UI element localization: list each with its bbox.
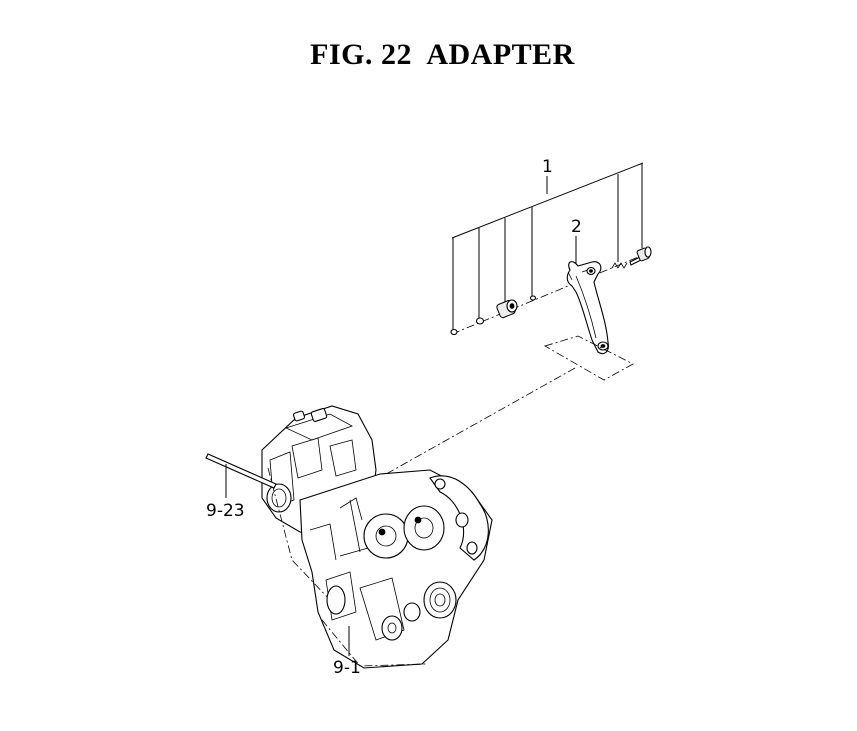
adapter-bracket-part (566, 261, 609, 355)
dowel-pin-part (205, 453, 277, 489)
spring-part (611, 262, 628, 269)
o-ring-part (475, 317, 485, 325)
assembly-leader-line (346, 367, 576, 497)
callout-1-small-parts (450, 246, 652, 336)
callout-label-2: 2 (571, 217, 582, 237)
callout-9-1-group: 9-1 (333, 626, 361, 678)
callout-label-9-23: 9-23 (206, 501, 245, 521)
washer-part (450, 328, 458, 336)
small-washer-part (529, 295, 537, 301)
callout-label-9-1: 9-1 (333, 658, 361, 678)
figure-title: FIG. 22 ADAPTER (310, 38, 575, 71)
bushing-part (496, 299, 518, 319)
callout-1-bracket (451, 162, 644, 239)
callout-9-23-group: 9-23 (205, 453, 277, 521)
callout-1-group: 1 (451, 157, 649, 335)
callout-label-1: 1 (542, 157, 553, 177)
front-housing-part (261, 405, 493, 669)
callout-2-group: 2 (571, 217, 582, 268)
bolt-part (629, 246, 652, 266)
mounting-plane-outline (543, 335, 634, 381)
